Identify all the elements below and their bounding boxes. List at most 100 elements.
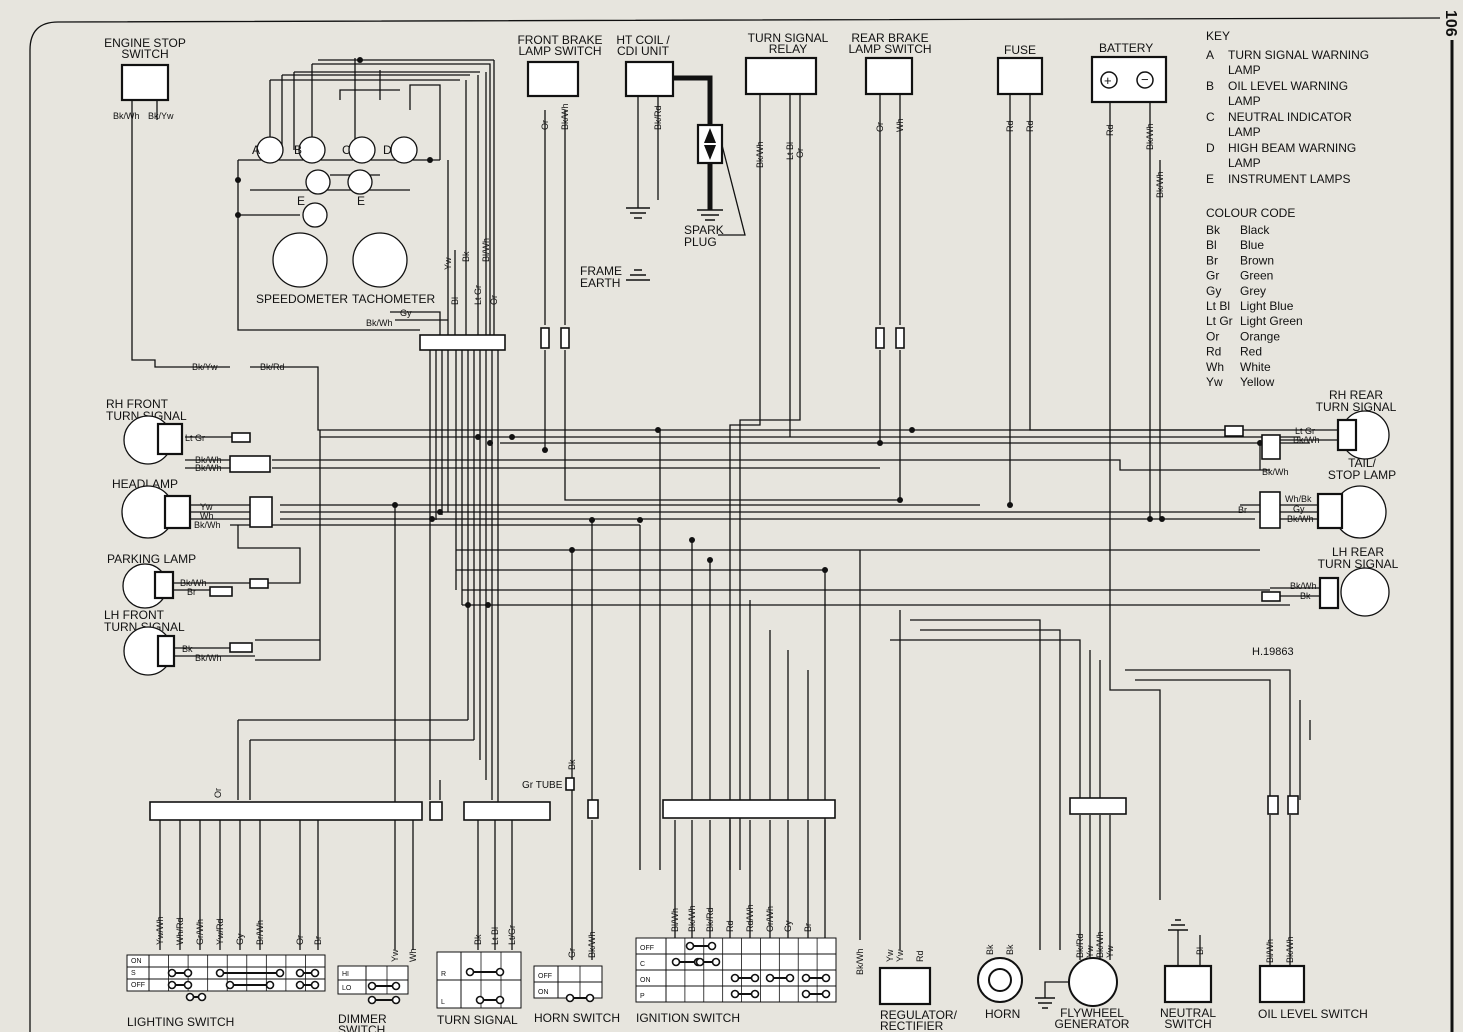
wire-label: Bk/Yw <box>192 362 218 372</box>
colour-code: Bl <box>1206 238 1217 252</box>
key-letter: D <box>1206 141 1215 155</box>
regulator-rectifier: REGULATOR/RECTIFIER <box>878 966 958 1032</box>
wire-label: Bk/Wh <box>1290 581 1317 591</box>
wire-label: Wh/Rd <box>175 917 185 945</box>
wire-label: Wh <box>895 119 905 133</box>
switch-position: C <box>640 961 645 968</box>
wire-label: Gr <box>567 948 577 958</box>
gr-tube <box>565 777 575 791</box>
key-letter: E <box>1206 172 1214 186</box>
wire-label: Wh/Bk <box>1285 494 1312 504</box>
colour-name: Light Blue <box>1240 299 1294 313</box>
colour-name: Orange <box>1240 329 1280 343</box>
wire-label: Bk/Wh <box>755 141 765 168</box>
wire-label: Yw <box>885 949 895 962</box>
oil-level-switch-label: OIL LEVEL SWITCH <box>1258 1007 1368 1021</box>
switch-position: LO <box>342 985 352 992</box>
fuse-label: FUSE <box>1004 43 1036 57</box>
colour-code: Yw <box>1206 375 1223 389</box>
ignition-switch-label: IGNITION SWITCH <box>636 1011 740 1025</box>
wire-label: Bk/Wh <box>560 103 570 130</box>
dimmer-connector <box>429 801 443 821</box>
wire-label: Lt Gr <box>1295 426 1315 436</box>
switch-position: OFF <box>538 973 552 980</box>
wire-label-bkwh: Bk/Wh <box>366 318 393 328</box>
wire-label: Bk/Wh <box>195 455 222 465</box>
colour-code-title: COLOUR CODE <box>1206 206 1295 220</box>
wire-label: Bk/Rd <box>1075 933 1085 958</box>
wire-label: Lt Gr <box>473 285 483 305</box>
colour-code: Wh <box>1206 360 1224 374</box>
wire-label: Wh <box>200 511 214 521</box>
wire-label: Yw <box>390 949 400 962</box>
wire-label: Br <box>187 587 196 597</box>
ignition-connector <box>662 799 836 819</box>
lamp-label-d: D <box>383 143 392 157</box>
wire-label: Bk <box>985 944 995 955</box>
wire-label: Bk/Wh <box>1145 123 1155 150</box>
wire-label: Bl <box>450 297 460 305</box>
parking-lamp: PARKING LAMP <box>107 552 269 609</box>
wire-label: Bl <box>1195 947 1205 955</box>
parking-lamp-label: PARKING LAMP <box>107 552 196 566</box>
wire-label: Or <box>213 788 223 798</box>
instrument-cluster: A B C D E E SPEEDOMETER TACHOMETER Gy Bk… <box>252 136 435 328</box>
colour-name: Light Green <box>1240 314 1303 328</box>
regulator-rectifier-label: REGULATOR/RECTIFIER <box>880 1008 958 1032</box>
wire-label: Bk/Wh <box>1155 171 1165 198</box>
switch-position: OFF <box>131 982 145 989</box>
wire-label: Bk/Wh <box>587 931 597 958</box>
wire-label: Bk <box>473 934 483 945</box>
wire-label: Yw <box>200 502 213 512</box>
wire-label: Bk/Wh <box>1285 936 1295 963</box>
wire-label: Yw <box>443 257 453 270</box>
colour-code: Gy <box>1206 284 1221 298</box>
switch-position: ON <box>640 977 651 984</box>
turn-signal-switch-label: TURN SIGNAL <box>437 1013 518 1027</box>
wire-label: Or <box>540 120 550 130</box>
wire-label: Bk/Wh <box>855 948 865 975</box>
wire-label: Bk/Rd <box>653 105 663 130</box>
wire-label: Yw/Rd <box>215 918 225 945</box>
wire-label: Bk/Wh <box>180 578 207 588</box>
tail-stop-lamp-label: TAIL/STOP LAMP <box>1328 456 1396 482</box>
wire-label: Lt Gr <box>185 433 205 443</box>
wire-label: Bk/Wh <box>195 463 222 473</box>
page-number: 106 <box>1442 10 1459 37</box>
wire-label: Bl/Wh <box>1265 939 1275 963</box>
horn-switch-connector <box>587 799 599 819</box>
colour-name: White <box>1240 360 1271 374</box>
lamp-label-e1: E <box>297 194 305 208</box>
wire-label: Rd <box>1105 124 1115 136</box>
wire-label: Br <box>313 936 323 945</box>
colour-name: Blue <box>1240 238 1264 252</box>
key-text: INSTRUMENT LAMPS <box>1228 172 1350 186</box>
wire-label: Rd <box>1005 120 1015 132</box>
wire-label: Bk/Yw <box>148 111 174 121</box>
wire-label: Bl/Wh <box>481 238 491 262</box>
wire-label: Gy <box>1293 504 1305 514</box>
wire-label: Lt/Gr <box>507 925 517 945</box>
oil-level-switch: OIL LEVEL SWITCH <box>1258 964 1368 1021</box>
key-letter: A <box>1206 48 1214 62</box>
wire-label: Bk/Wh <box>113 111 140 121</box>
colour-name: Black <box>1240 223 1270 237</box>
colour-code: Br <box>1206 253 1218 267</box>
switch-position: P <box>640 993 645 1000</box>
